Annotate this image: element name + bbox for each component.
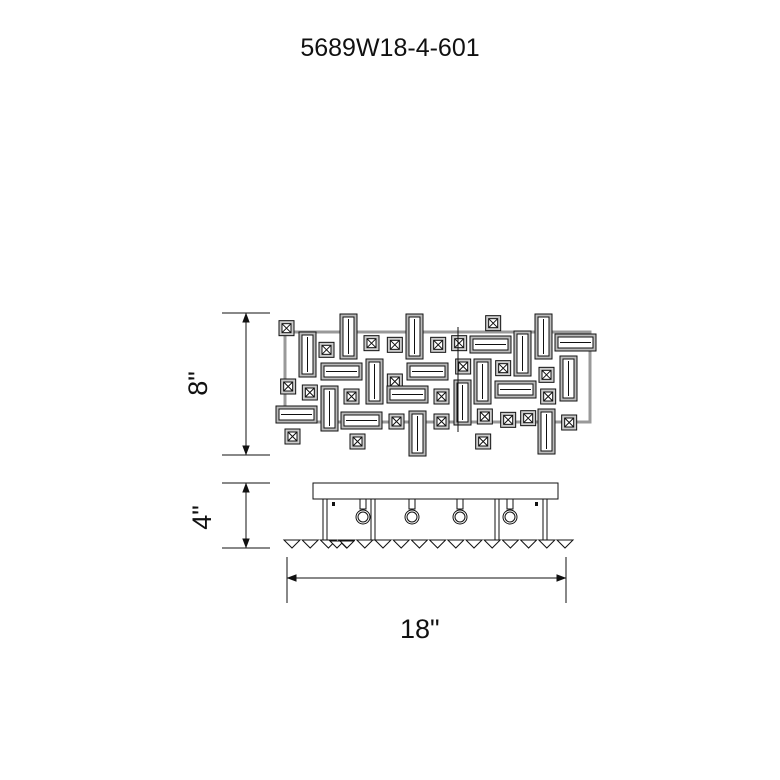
x-crystal-square [561, 414, 578, 431]
vertical-crystal [405, 313, 424, 360]
bulb-socket [452, 498, 468, 525]
x-crystal-square [301, 384, 318, 401]
vertical-crystal [534, 313, 553, 360]
support-post [370, 498, 376, 541]
side-view [282, 482, 575, 549]
vertical-crystal [513, 330, 532, 377]
x-crystal-square [433, 388, 450, 405]
horizontal-crystal [406, 362, 449, 381]
x-crystal-square [318, 341, 335, 358]
vertical-crystal [473, 358, 492, 405]
horizontal-crystal [554, 333, 597, 352]
x-crystal-square [343, 388, 360, 405]
vertical-crystal [453, 379, 472, 426]
x-crystal-square [363, 335, 380, 352]
bulb-socket [404, 498, 420, 525]
hanging-crystal [355, 539, 375, 549]
front-view [275, 313, 597, 457]
x-crystal-square [540, 388, 557, 405]
hanging-crystal [410, 539, 429, 549]
x-crystal-square [538, 366, 555, 383]
vertical-crystal [298, 331, 317, 378]
x-crystal-square [455, 358, 472, 375]
vertical-crystal [365, 358, 384, 405]
hanging-crystal [555, 539, 575, 549]
x-crystal-square [278, 320, 295, 337]
hanging-crystal [482, 539, 502, 549]
hanging-crystal [373, 539, 393, 549]
horizontal-crystal [275, 405, 318, 424]
x-crystal-square [476, 408, 493, 425]
horizontal-crystal [320, 362, 363, 381]
horizontal-crystal [386, 385, 429, 404]
horizontal-crystal [469, 335, 512, 354]
x-crystal-square [475, 433, 492, 450]
x-crystal-square [433, 413, 450, 430]
support-post [322, 498, 328, 541]
x-crystal-square [349, 433, 366, 450]
x-crystal-square [495, 360, 512, 377]
hanging-crystal [428, 539, 447, 549]
x-crystal-square [284, 428, 301, 445]
model-number-title: 5689W18-4-601 [300, 34, 480, 62]
hanging-crystal [338, 540, 356, 549]
hanging-crystal [446, 539, 466, 549]
hanging-crystal [537, 539, 557, 549]
hanging-crystal [464, 539, 484, 549]
hanging-crystal [282, 539, 302, 549]
x-crystal-square [388, 413, 405, 430]
hanging-crystal [300, 539, 320, 549]
hanging-crystal [328, 540, 346, 549]
x-crystal-square [430, 336, 447, 353]
x-crystal-square [280, 378, 297, 395]
bulb-socket [502, 498, 518, 525]
x-crystal-square [500, 411, 517, 428]
vertical-crystal [339, 313, 358, 360]
vertical-crystal [408, 410, 427, 457]
vertical-crystal [559, 355, 578, 402]
support-post [494, 498, 500, 541]
x-crystal-square [485, 315, 502, 332]
horizontal-crystal [494, 380, 537, 399]
horizontal-crystal [340, 411, 383, 430]
width-dimension-label: 18" [400, 614, 440, 644]
hanging-crystal [501, 539, 520, 549]
vertical-crystal [320, 385, 339, 432]
x-crystal-square [451, 335, 468, 352]
support-post [542, 498, 548, 541]
x-crystal-square [386, 336, 403, 353]
hanging-crystal [391, 539, 411, 549]
bulb-socket [355, 498, 371, 525]
dimension-lines [222, 312, 567, 603]
x-crystal-square [520, 410, 537, 427]
vertical-crystal [537, 408, 556, 455]
hanging-crystal [519, 539, 538, 549]
